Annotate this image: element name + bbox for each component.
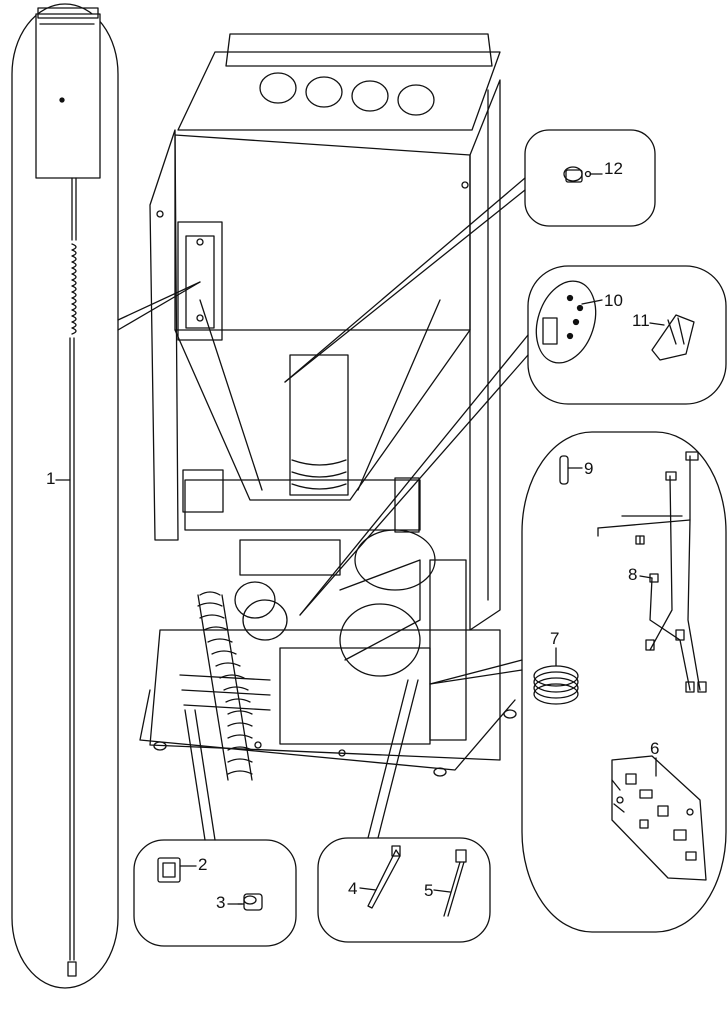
callout-6: 6 [650,739,660,758]
coiled-tube-icon [533,647,579,705]
group-outline-4-5 [317,837,491,943]
callout-8: 8 [628,565,638,584]
disc-sensor-icon [535,280,597,364]
leader-11-label [649,322,665,326]
leader-4-5 [367,679,409,839]
wiring-harness-icon [597,451,707,693]
leader-8-label [639,575,653,579]
temperature-probe-icon [367,845,401,909]
group-outline-10-11 [527,265,727,405]
group-outline-12 [524,129,656,227]
callout-11: 11 [632,311,650,330]
leader-6-9 [429,659,523,685]
fuse-icon [559,455,569,485]
callout-9: 9 [584,459,594,478]
main-unit-body [139,33,517,781]
leader-10-label [581,299,603,305]
leader-2-3 [184,709,206,841]
callout-2: 2 [198,855,208,874]
leader-5-label [433,889,451,893]
group-outline-6-9 [521,431,727,933]
leader-12 [284,177,526,383]
leader-4-label [359,887,377,891]
callout-1: 1 [46,469,56,488]
callout-4: 4 [348,879,358,898]
callout-10: 10 [604,291,623,310]
limit-switch-icon [563,166,592,183]
group-outline-2-3 [133,839,297,947]
sensor-cable-icon [443,849,467,917]
leader-1-to-unit [117,281,201,321]
control-panel-with-coiled-cable-icon [35,7,101,977]
circuit-board-icon [611,755,707,881]
thermostat-icon [237,893,263,911]
callout-5: 5 [424,881,434,900]
switch-icon [157,857,181,883]
group-outline-1 [11,3,119,989]
clamp-icon [651,314,695,361]
callout-12: 12 [604,159,623,178]
callout-7: 7 [550,629,560,648]
callout-3: 3 [216,893,226,912]
leader-10-11 [299,334,529,616]
